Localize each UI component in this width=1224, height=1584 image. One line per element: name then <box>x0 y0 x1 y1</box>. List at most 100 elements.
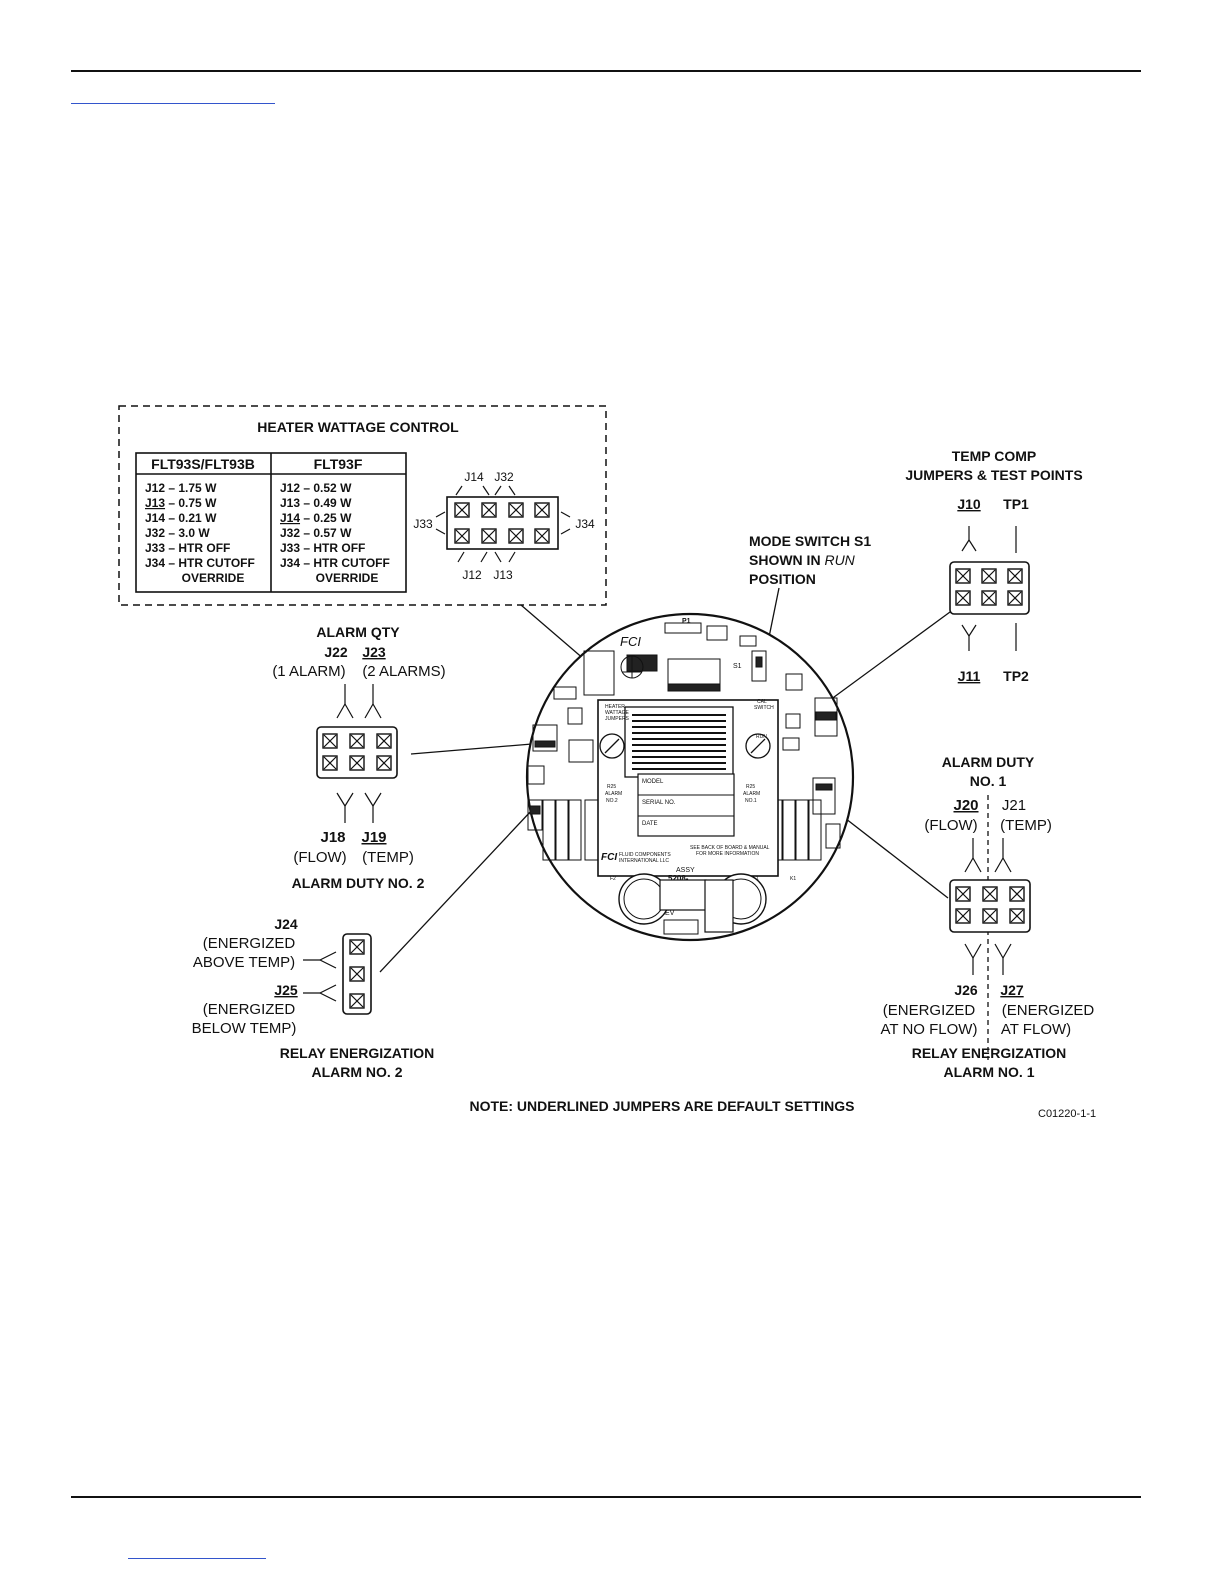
relay-1-title: RELAY ENERGIZATION <box>912 1045 1067 1061</box>
alarm-qty-title: ALARM QTY <box>316 624 400 640</box>
relay-1-subtitle: ALARM NO. 1 <box>944 1064 1035 1080</box>
label-flow-2: (FLOW) <box>293 849 346 866</box>
jumper-wattage: – HTR OFF <box>165 541 230 555</box>
jumper-wattage: – 3.0 W <box>165 526 210 540</box>
jumper-wattage: – 0.75 W <box>165 496 217 510</box>
svg-text:F2: F2 <box>610 876 616 882</box>
alarm-duty-2-title: ALARM DUTY NO. 2 <box>292 875 425 891</box>
board-fci-logo: FCI <box>601 852 617 863</box>
svg-text:ALARM DUTY: ALARM DUTY <box>942 754 1035 770</box>
label-j19: J19 <box>361 829 386 846</box>
label-j18: J18 <box>320 829 345 846</box>
svg-text:RUN: RUN <box>756 734 767 740</box>
svg-text:REV: REV <box>660 910 675 917</box>
relay-2-title: RELAY ENERGIZATION <box>280 1045 435 1061</box>
board-model: MODEL <box>642 779 664 785</box>
svg-text:(ENERGIZED: (ENERGIZED <box>203 1001 296 1018</box>
col1-row: J13 – 0.75 W <box>145 496 217 510</box>
jumper-id: J34 <box>145 556 165 570</box>
heater-wattage-panel <box>118 405 607 606</box>
label-temp-1: (TEMP) <box>1000 817 1052 834</box>
label-j12: J12 <box>462 568 482 582</box>
jumper-wattage: – 0.25 W <box>300 511 352 525</box>
mode-switch-run: RUN <box>824 552 855 568</box>
jumper-wattage: – HTR OFF <box>300 541 365 555</box>
label-j23: J23 <box>362 644 386 660</box>
svg-text:K1: K1 <box>790 876 796 882</box>
col1-row: J14 – 0.21 W <box>145 511 217 525</box>
svg-text:NO.2: NO.2 <box>606 798 618 804</box>
svg-text:ASSY: ASSY <box>676 867 695 874</box>
svg-text:MODE SWITCH S1: MODE SWITCH S1 <box>749 533 871 549</box>
label-j22: J22 <box>324 644 348 660</box>
label-2-alarms: (2 ALARMS) <box>362 663 445 680</box>
col2-row: J13 – 0.49 W <box>280 496 352 510</box>
heater-jumper-block: J14 J32 J33 J34 J12 J13 <box>413 470 595 582</box>
svg-text:(ENERGIZED: (ENERGIZED <box>883 1002 976 1019</box>
board-s1: S1 <box>733 663 742 670</box>
jumper-id: J34 <box>280 556 300 570</box>
svg-text:FOR MORE INFORMATION: FOR MORE INFORMATION <box>696 851 759 857</box>
col2-row: J32 – 0.57 W <box>280 526 352 540</box>
temp-comp-title: TEMP COMP <box>952 448 1037 464</box>
svg-text:(ENERGIZED: (ENERGIZED <box>1002 1002 1095 1019</box>
jumper-wattage: – 1.75 W <box>165 481 217 495</box>
col1-override: OVERRIDE <box>182 571 245 585</box>
jumper-id: J14 <box>280 511 300 525</box>
label-1-alarm: (1 ALARM) <box>272 663 345 680</box>
col1-row: J34 – HTR CUTOFF <box>145 556 255 570</box>
svg-text:ALARM: ALARM <box>605 791 622 797</box>
svg-text:AT FLOW): AT FLOW) <box>1001 1021 1071 1038</box>
svg-text:JUMPERS: JUMPERS <box>605 716 630 722</box>
label-j24: J24 <box>274 916 298 932</box>
svg-text:SHOWN IN RUN: SHOWN IN RUN <box>749 552 856 568</box>
header-link-underline[interactable] <box>71 103 275 104</box>
label-j26: J26 <box>954 982 978 998</box>
mode-switch-label: MODE SWITCH S1 SHOWN IN RUN POSITION <box>749 533 871 587</box>
col2-row: J33 – HTR OFF <box>280 541 365 555</box>
col2-row: J14 – 0.25 W <box>280 511 352 525</box>
label-tp1: TP1 <box>1003 496 1029 512</box>
header-rule <box>71 70 1141 72</box>
board-serial: SERIAL NO. <box>642 800 676 806</box>
mode-switch-shown-in: SHOWN IN <box>749 552 824 568</box>
jumper-id: J14 <box>145 511 165 525</box>
svg-text:SEE BACK OF BOARD & MANUAL: SEE BACK OF BOARD & MANUAL <box>690 845 770 851</box>
board-date: DATE <box>642 821 658 827</box>
leader-lines <box>379 587 951 973</box>
label-j11: J11 <box>958 668 981 684</box>
label-j34: J34 <box>575 517 595 531</box>
label-j13: J13 <box>493 568 513 582</box>
svg-text:INTERNATIONAL LLC: INTERNATIONAL LLC <box>619 858 669 864</box>
temp-comp-group: TEMP COMP JUMPERS & TEST POINTS J10 TP1 … <box>905 448 1082 684</box>
svg-text:ALARM: ALARM <box>743 791 760 797</box>
temp-comp-subtitle: JUMPERS & TEST POINTS <box>905 467 1082 483</box>
svg-text:R25: R25 <box>746 784 755 790</box>
col1-row: J32 – 3.0 W <box>145 526 210 540</box>
label-flow-1: (FLOW) <box>924 817 977 834</box>
jumper-wattage: – 0.49 W <box>300 496 352 510</box>
jumper-wattage: – HTR CUTOFF <box>300 556 390 570</box>
jumper-wattage: – 0.21 W <box>165 511 217 525</box>
label-j20: J20 <box>953 797 978 814</box>
label-j21: J21 <box>1002 797 1026 814</box>
default-settings-note: NOTE: UNDERLINED JUMPERS ARE DEFAULT SET… <box>469 1098 854 1114</box>
svg-text:R25: R25 <box>607 784 616 790</box>
alarm-duty-1-group: ALARM DUTY NO. 1 J20 J21 (FLOW) (TEMP) J… <box>881 754 1095 1080</box>
svg-text:ABOVE TEMP): ABOVE TEMP) <box>193 954 295 971</box>
label-j14: J14 <box>464 470 484 484</box>
heater-wattage-title: HEATER WATTAGE CONTROL <box>257 419 459 435</box>
jumper-id: J13 <box>280 496 300 510</box>
label-j32: J32 <box>494 470 514 484</box>
svg-text:WATTAGE: WATTAGE <box>605 710 629 716</box>
svg-text:(ENERGIZED: (ENERGIZED <box>203 935 296 952</box>
svg-text:BELOW TEMP): BELOW TEMP) <box>192 1020 297 1037</box>
jumper-id: J32 <box>145 526 165 540</box>
svg-text:POSITION: POSITION <box>749 571 816 587</box>
footer-link-underline[interactable] <box>128 1558 266 1559</box>
col2-row: J34 – HTR CUTOFF <box>280 556 390 570</box>
pc-board: MODEL SERIAL NO. DATE P1 FCI S1 HEATER W… <box>525 612 855 942</box>
col1-row: J33 – HTR OFF <box>145 541 230 555</box>
